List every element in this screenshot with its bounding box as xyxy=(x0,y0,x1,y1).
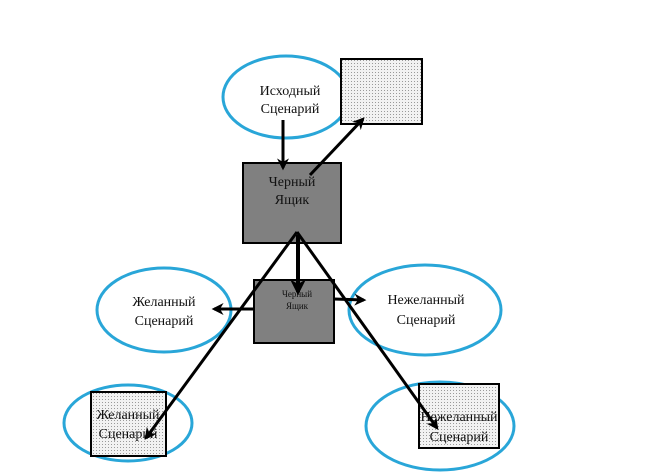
desired-bottom-box xyxy=(90,391,167,457)
desired-bottom-label-1: Желанный xyxy=(96,408,160,423)
black-box-main-label-2: Ящик xyxy=(275,193,310,208)
source-label-2: Сценарий xyxy=(261,102,320,117)
black-box-small-label-2: Ящик xyxy=(286,301,309,311)
arrow-to-desired-bottom xyxy=(144,231,299,440)
desired-bottom-label-2: Сценарий xyxy=(99,427,158,442)
undesired-label-2: Сценарий xyxy=(397,313,456,328)
black-box-main-label-1: Черный xyxy=(269,175,316,190)
undesired-bottom-label-1: Нежеланный xyxy=(420,410,498,425)
undesired-scenario-ellipse xyxy=(347,263,503,357)
undesired-bottom-box xyxy=(418,383,500,449)
arrow-box-to-dotted xyxy=(308,117,365,177)
desired-scenario-ellipse xyxy=(95,266,233,354)
dotted-box-top xyxy=(340,58,423,125)
desired-label-1: Желанный xyxy=(132,295,196,310)
undesired-bottom-label-2: Сценарий xyxy=(430,430,489,445)
black-box-main xyxy=(242,162,342,244)
arrow-to-undesired-bottom xyxy=(295,231,439,430)
desired-label-2: Сценарий xyxy=(135,314,194,329)
undesired-label-1: Нежеланный xyxy=(387,293,465,308)
source-label-1: Исходный xyxy=(260,84,321,99)
arrow-to-undesired xyxy=(333,293,367,306)
